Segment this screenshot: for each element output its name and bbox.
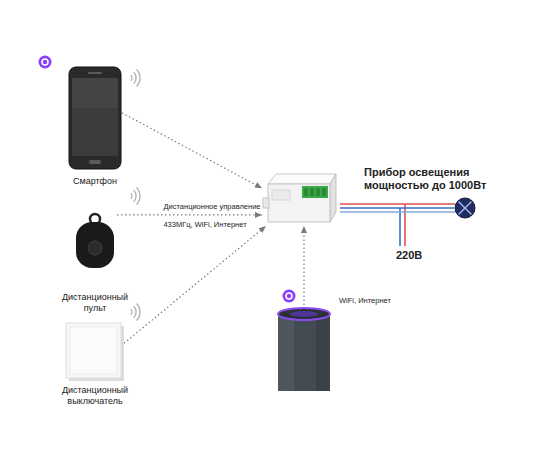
lamp-symbol-drawing-part	[455, 198, 475, 218]
remote-fob: Дистанционный пульт	[73, 212, 117, 270]
lamp-symbol: Прибор освещения мощностью до 1000Вт	[454, 197, 476, 219]
wall-switch-label: Дистанционный выключатель	[47, 385, 143, 407]
band-label: 433МГц, WiFi, Интернет	[162, 220, 247, 229]
smartphone-label: Смартфон	[50, 176, 140, 187]
edge-label: WiFi, Интернет	[338, 296, 392, 305]
mains-wire	[404, 204, 406, 246]
smartphone-drawing-part	[72, 78, 118, 156]
wifi-signal	[131, 188, 140, 205]
remote-fob-label: Дистанционный пульт	[55, 292, 135, 314]
relay-module-drawing-part	[302, 186, 328, 198]
wire	[340, 203, 455, 205]
lamp-symbol-drawing	[454, 197, 476, 219]
lamp-symbol-label: Прибор освещения мощностью до 1000Вт	[364, 166, 504, 194]
lamp-symbol-drawing-part	[459, 202, 472, 215]
relay-module-drawing	[262, 168, 340, 226]
mains-wire	[399, 208, 401, 246]
smart-speaker-drawing-part	[278, 313, 330, 391]
relay-module-drawing-part	[272, 190, 290, 200]
relay-module-drawing-part	[268, 184, 330, 222]
control-arrow	[124, 226, 266, 343]
edge-label: Дистанционное управление	[162, 202, 261, 211]
relay-module-drawing-part	[322, 188, 326, 196]
remote-fob-drawing-part	[88, 241, 102, 255]
wifi-arcs	[131, 188, 140, 205]
arrow-head	[259, 226, 266, 233]
dotted-line	[124, 226, 266, 343]
wire-bundle	[340, 204, 455, 212]
relay-module-drawing-part	[310, 188, 314, 196]
dotted-line	[303, 226, 304, 305]
smartphone-drawing	[68, 66, 122, 170]
smart-speaker	[276, 305, 332, 393]
wall-switch-drawing-part	[70, 327, 117, 374]
relay-module-drawing-part	[268, 174, 336, 184]
relay-module-drawing-part	[263, 198, 269, 208]
relay-module-drawing-part	[304, 188, 308, 196]
relay-module-drawing-part	[330, 174, 336, 222]
remote-fob-drawing-part	[76, 222, 114, 268]
smartphone-drawing-part	[88, 72, 102, 74]
wifi-signal	[131, 70, 140, 87]
smartphone-drawing-part	[89, 160, 101, 164]
lamp-symbol-drawing-part	[459, 202, 472, 215]
dotted-line	[122, 113, 262, 189]
alice-icon	[283, 290, 296, 303]
wall-switch-drawing-part	[69, 326, 124, 381]
alice-icon-disc	[283, 290, 296, 303]
wifi-arcs	[131, 70, 140, 87]
control-arrow	[117, 212, 262, 218]
wall-switch-drawing	[66, 323, 124, 381]
dotted-line	[117, 214, 262, 215]
wire	[340, 211, 455, 213]
remote-fob-drawing	[73, 212, 117, 270]
smart-speaker-drawing-part	[278, 313, 294, 391]
alice-icon-disc	[39, 56, 52, 69]
wire	[340, 207, 454, 209]
relay-module	[262, 168, 340, 226]
control-arrow	[301, 226, 307, 305]
relay-module-drawing-part	[316, 188, 320, 196]
control-arrow	[122, 113, 262, 189]
smartphone-drawing-part	[69, 67, 121, 169]
alice-icon-ring	[42, 59, 48, 65]
wall-switch-drawing-part	[66, 323, 121, 378]
smart-speaker-drawing	[276, 305, 332, 393]
alice-icon	[39, 56, 52, 69]
arrow-head	[254, 182, 262, 188]
smartphone-drawing-part	[72, 78, 118, 108]
voltage-label: 220В	[396, 249, 422, 262]
wifi-arcs	[131, 304, 140, 321]
smartphone: Смартфон	[68, 66, 122, 170]
smart-speaker-drawing-part	[278, 308, 330, 320]
wifi-signal	[131, 304, 140, 321]
wall-switch: Дистанционный выключатель	[66, 323, 124, 381]
alice-icon-ring	[286, 293, 292, 299]
smart-speaker-drawing-part	[316, 313, 330, 391]
arrow-head	[255, 212, 262, 218]
smart-speaker-drawing-part	[290, 311, 318, 317]
arrow-head	[301, 226, 307, 233]
